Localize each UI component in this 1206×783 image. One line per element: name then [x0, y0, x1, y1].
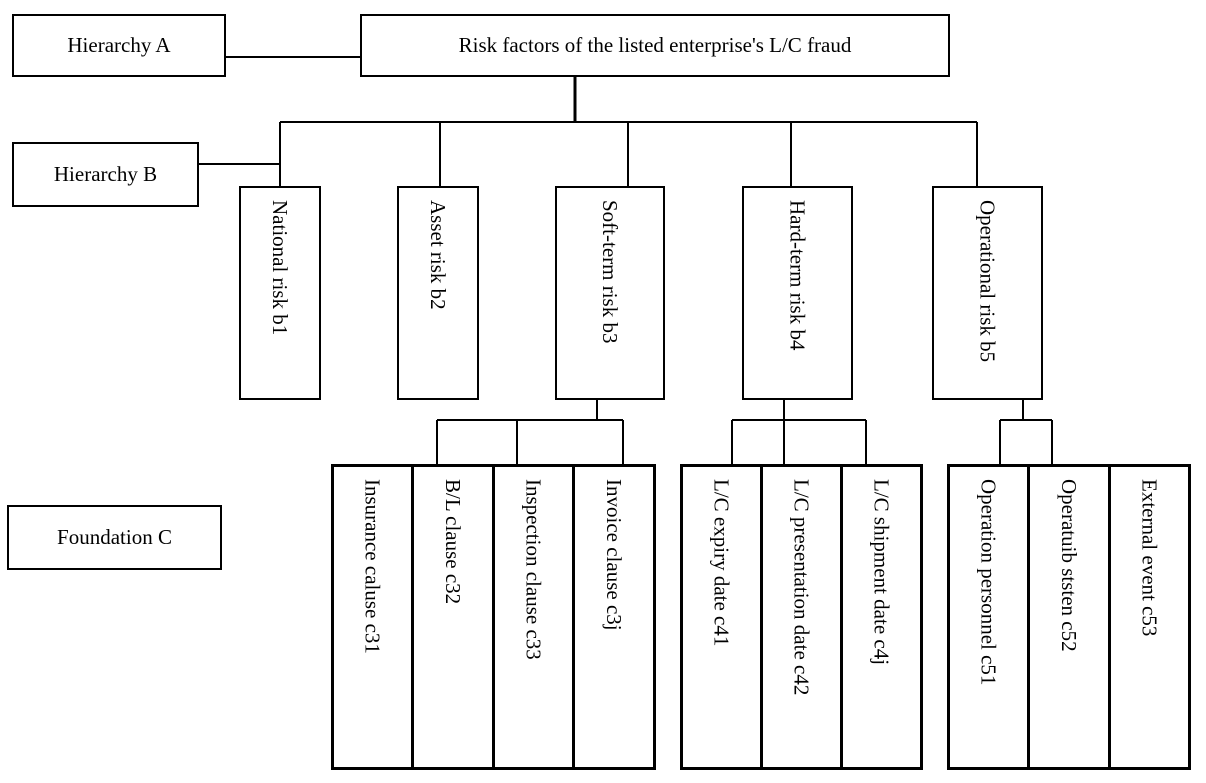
criterion-label-b2: Asset risk b2: [426, 200, 451, 310]
level-label-c-text: Foundation C: [57, 525, 172, 550]
foundation-node-c33: Inspection clause c33: [492, 464, 575, 770]
criterion-node-b4: Hard-term risk b4: [742, 186, 853, 400]
root-node: Risk factors of the listed enterprise's …: [360, 14, 950, 77]
level-label-a: Hierarchy A: [12, 14, 226, 77]
foundation-node-c3j: Invoice clause c3j: [572, 464, 656, 770]
foundation-node-c4j: L/C shipment date c4j: [840, 464, 923, 770]
criterion-label-b5: Operational risk b5: [975, 200, 1000, 363]
foundation-node-c42: L/C presentation date c42: [760, 464, 843, 770]
criterion-node-b2: Asset risk b2: [397, 186, 479, 400]
foundation-label-c41: L/C expiry date c41: [709, 479, 734, 647]
criterion-label-b4: Hard-term risk b4: [785, 200, 810, 351]
foundation-node-c52: Operatuib ststen c52: [1027, 464, 1111, 770]
foundation-label-c33: Inspection clause c33: [521, 479, 546, 660]
level-label-b: Hierarchy B: [12, 142, 199, 207]
foundation-label-c52: Operatuib ststen c52: [1057, 479, 1082, 652]
root-node-text: Risk factors of the listed enterprise's …: [458, 33, 852, 58]
foundation-node-c53: External event c53: [1108, 464, 1191, 770]
foundation-label-c3j: Invoice clause c3j: [602, 479, 627, 631]
foundation-label-c31: Insurance caluse c31: [360, 479, 385, 654]
foundation-label-c4j: L/C shipment date c4j: [869, 479, 894, 666]
foundation-label-c32: B/L clause c32: [441, 479, 466, 605]
foundation-node-c41: L/C expiry date c41: [680, 464, 763, 770]
foundation-node-c32: B/L clause c32: [411, 464, 495, 770]
foundation-label-c42: L/C presentation date c42: [789, 479, 814, 696]
criterion-label-b1: National risk b1: [268, 200, 293, 336]
foundation-node-c31: Insurance caluse c31: [331, 464, 414, 770]
criterion-node-b1: National risk b1: [239, 186, 321, 400]
foundation-label-c53: External event c53: [1137, 479, 1162, 637]
level-label-a-text: Hierarchy A: [67, 33, 171, 58]
criterion-node-b3: Soft-term risk b3: [555, 186, 665, 400]
criterion-label-b3: Soft-term risk b3: [598, 200, 623, 344]
level-label-c: Foundation C: [7, 505, 222, 570]
level-label-b-text: Hierarchy B: [53, 162, 158, 187]
foundation-label-c51: Operation personnel c51: [976, 479, 1001, 686]
criterion-node-b5: Operational risk b5: [932, 186, 1043, 400]
foundation-node-c51: Operation personnel c51: [947, 464, 1030, 770]
